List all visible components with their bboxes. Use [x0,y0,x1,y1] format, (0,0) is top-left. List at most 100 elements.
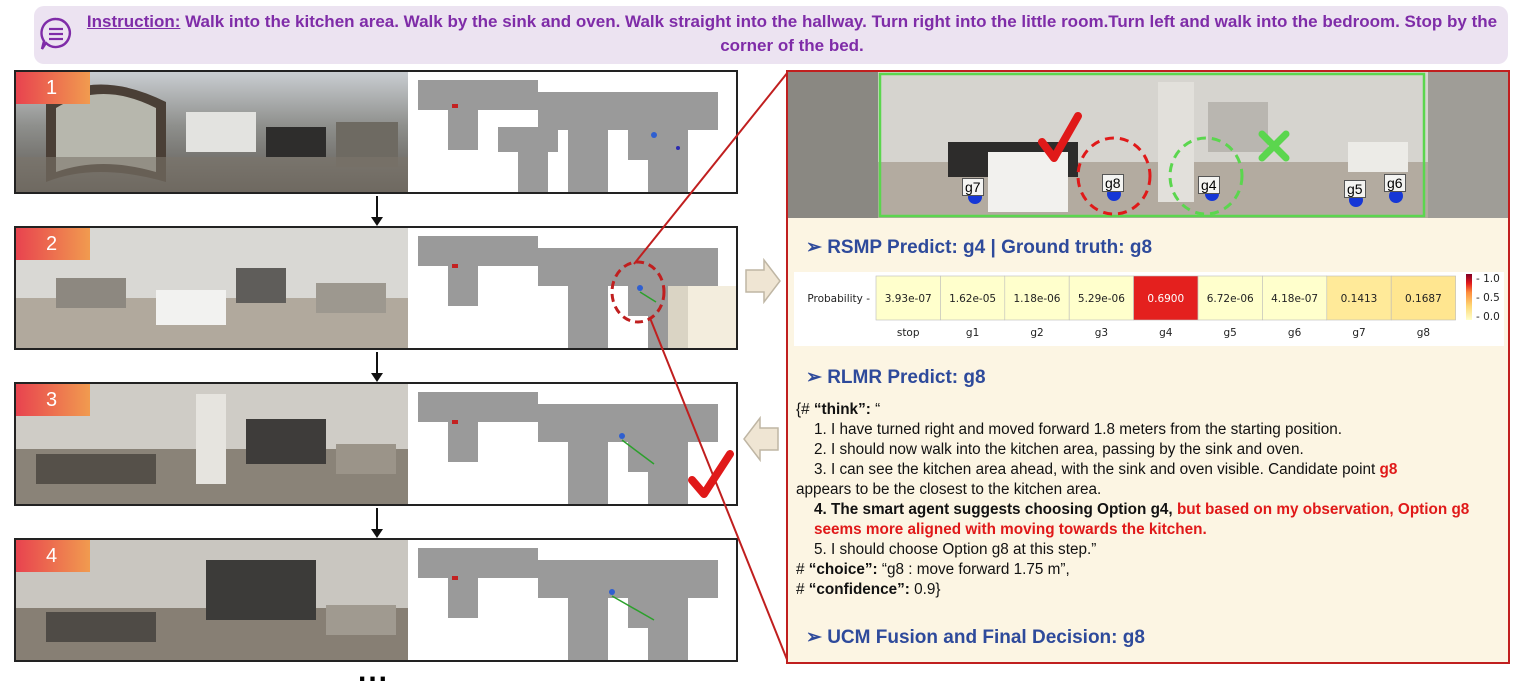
instruction-label: Instruction: [86,12,181,31]
bullet-arrow-icon: ➢ [806,367,828,388]
heatmap-cell [1262,275,1328,321]
heatmap-category-label: g7 [1352,327,1365,339]
step-number-badge: 3 [16,384,90,416]
down-arrow-icon [371,352,383,382]
rsmp-section-title: ➢ RSMP Predict: g4 | Ground truth: g8 [806,236,1152,259]
panorama-view [16,540,408,660]
candidate-overlays [968,112,1403,216]
think-quote: “ [875,401,881,418]
reason-line-3-highlight: g8 [1379,461,1398,478]
reason-line-3-text: 3. I can see the kitchen area ahead, wit… [814,461,1376,478]
colorbar [1466,274,1472,320]
left-arrow-icon [743,416,779,462]
checkmark-icon [688,450,734,498]
instruction-banner: Instruction: Walk into the kitchen area.… [34,6,1508,64]
heatmap-cell [1390,275,1456,321]
heatmap-cell [1068,275,1134,321]
cross-icon [1258,130,1290,162]
candidate-label-g5: g5 [1344,180,1366,198]
step-panel-4: 4 [14,538,738,662]
candidate-panorama [788,72,1508,218]
rlmr-title-text: RLMR Predict: g8 [827,367,986,388]
heatmap-category-label: g6 [1288,327,1302,339]
reason-line-4-highlight: but based on my observation, Option g8 s… [814,501,1470,538]
step-panel-2: 2 [14,226,738,350]
heatmap-category-label: g2 [1030,327,1043,339]
heatmap-cell-label: 0.6900 [1147,293,1184,305]
candidate-label-g7: g7 [962,178,984,196]
think-line: {# “think”: “ [796,400,1502,420]
step-number-badge: 1 [16,72,90,104]
colorbar-tick-label: - 0.0 [1476,311,1500,323]
heatmap-cell-label: 1.62e-05 [949,293,996,305]
reason-line-5: 5. I should choose Option g8 at this ste… [814,541,1097,558]
bullet-arrow-icon: ➢ [806,237,828,258]
reason-line-3-cont: appears to be the closest to the kitchen… [796,481,1102,498]
candidate-label-g8: g8 [1102,174,1124,192]
continuation-ellipsis: ... [358,655,390,688]
heatmap-cell [1326,275,1392,321]
heatmap-category-label: g5 [1224,327,1237,339]
heatmap-cell-label: 0.1413 [1341,293,1378,305]
candidate-label-g6: g6 [1384,174,1406,192]
down-arrow-icon [371,196,383,226]
detail-panel: g7 g8 g4 g5 g6 ➢ RSMP Predict: g4 | Grou… [786,70,1510,664]
rsmp-title-text: RSMP Predict: g4 | Ground truth: g8 [827,237,1153,258]
topdown-map [408,72,736,192]
heatmap-cell-label: 0.1687 [1405,293,1442,305]
checkmark-icon [1038,112,1082,162]
heatmap-cell-label: 4.18e-07 [1271,293,1318,305]
reason-line-3: 3. I can see the kitchen area ahead, wit… [796,460,1502,480]
instruction-text: Instruction: Walk into the kitchen area.… [84,10,1500,58]
heatmap-cell-label: 5.29e-06 [1078,293,1125,305]
heatmap-cell-label: 1.18e-06 [1014,293,1061,305]
choice-value: “g8 : move forward 1.75 m”, [881,561,1070,578]
json-open: {# [796,401,810,418]
confidence-line: # “confidence”: 0.9} [796,580,1502,600]
heatmap-category-label: g3 [1095,327,1108,339]
colorbar-tick-label: - 0.5 [1476,292,1500,304]
candidate-label-g4: g4 [1198,176,1220,194]
panorama-view [16,384,408,504]
down-arrow-icon [371,508,383,538]
topdown-map [408,384,736,504]
step-number-badge: 4 [16,540,90,572]
confidence-key: “confidence”: [808,581,910,598]
heatmap-cell-label: 6.72e-06 [1207,293,1254,305]
reason-line-1: 1. I have turned right and moved forward… [814,421,1343,438]
heatmap-category-label: g8 [1417,327,1430,339]
chat-bubble-icon [40,17,71,50]
choice-prefix: # [796,561,805,578]
rlmr-section-title: ➢ RLMR Predict: g8 [806,366,986,389]
confidence-prefix: # [796,581,805,598]
step-panel-3: 3 [14,382,738,506]
ucm-title-text: UCM Fusion and Final Decision: g8 [827,627,1145,648]
step-panel-1: 1 [14,70,738,194]
heatmap-cell [1004,275,1070,321]
instruction-body: Walk into the kitchen area. Walk by the … [185,12,1498,55]
reason-line-4-text: 4. The smart agent suggests choosing Opt… [814,501,1173,518]
probability-heatmap: Probability - 3.93e-07 stop 1.62e-05 g1 1.18e… [794,272,1504,346]
choice-key: “choice”: [808,561,878,578]
choice-line: # “choice”: “g8 : move forward 1.75 m”, [796,560,1502,580]
heatmap-cell [940,275,1006,321]
heatmap-cell-label: 3.93e-07 [885,293,932,305]
heatmap-category-label: stop [897,327,920,339]
heatmap-cell [875,275,941,321]
colorbar-tick-label: - 1.0 [1476,273,1500,285]
heatmap-category-label: g1 [966,327,979,339]
think-key: “think”: [813,401,871,418]
heatmap-row-label: Probability - [807,293,870,305]
topdown-map [408,228,736,348]
step-number-badge: 2 [16,228,90,260]
heatmap-cell [1133,275,1199,321]
reason-line-4: 4. The smart agent suggests choosing Opt… [796,500,1502,540]
confidence-value: 0.9} [914,581,941,598]
reasoning-output: {# “think”: “ 1. I have turned right and… [796,400,1502,600]
topdown-map [408,540,736,660]
heatmap-category-label: g4 [1159,327,1173,339]
heatmap-cell [1197,275,1263,321]
right-arrow-icon [745,258,781,304]
ucm-section-title: ➢ UCM Fusion and Final Decision: g8 [806,626,1145,649]
